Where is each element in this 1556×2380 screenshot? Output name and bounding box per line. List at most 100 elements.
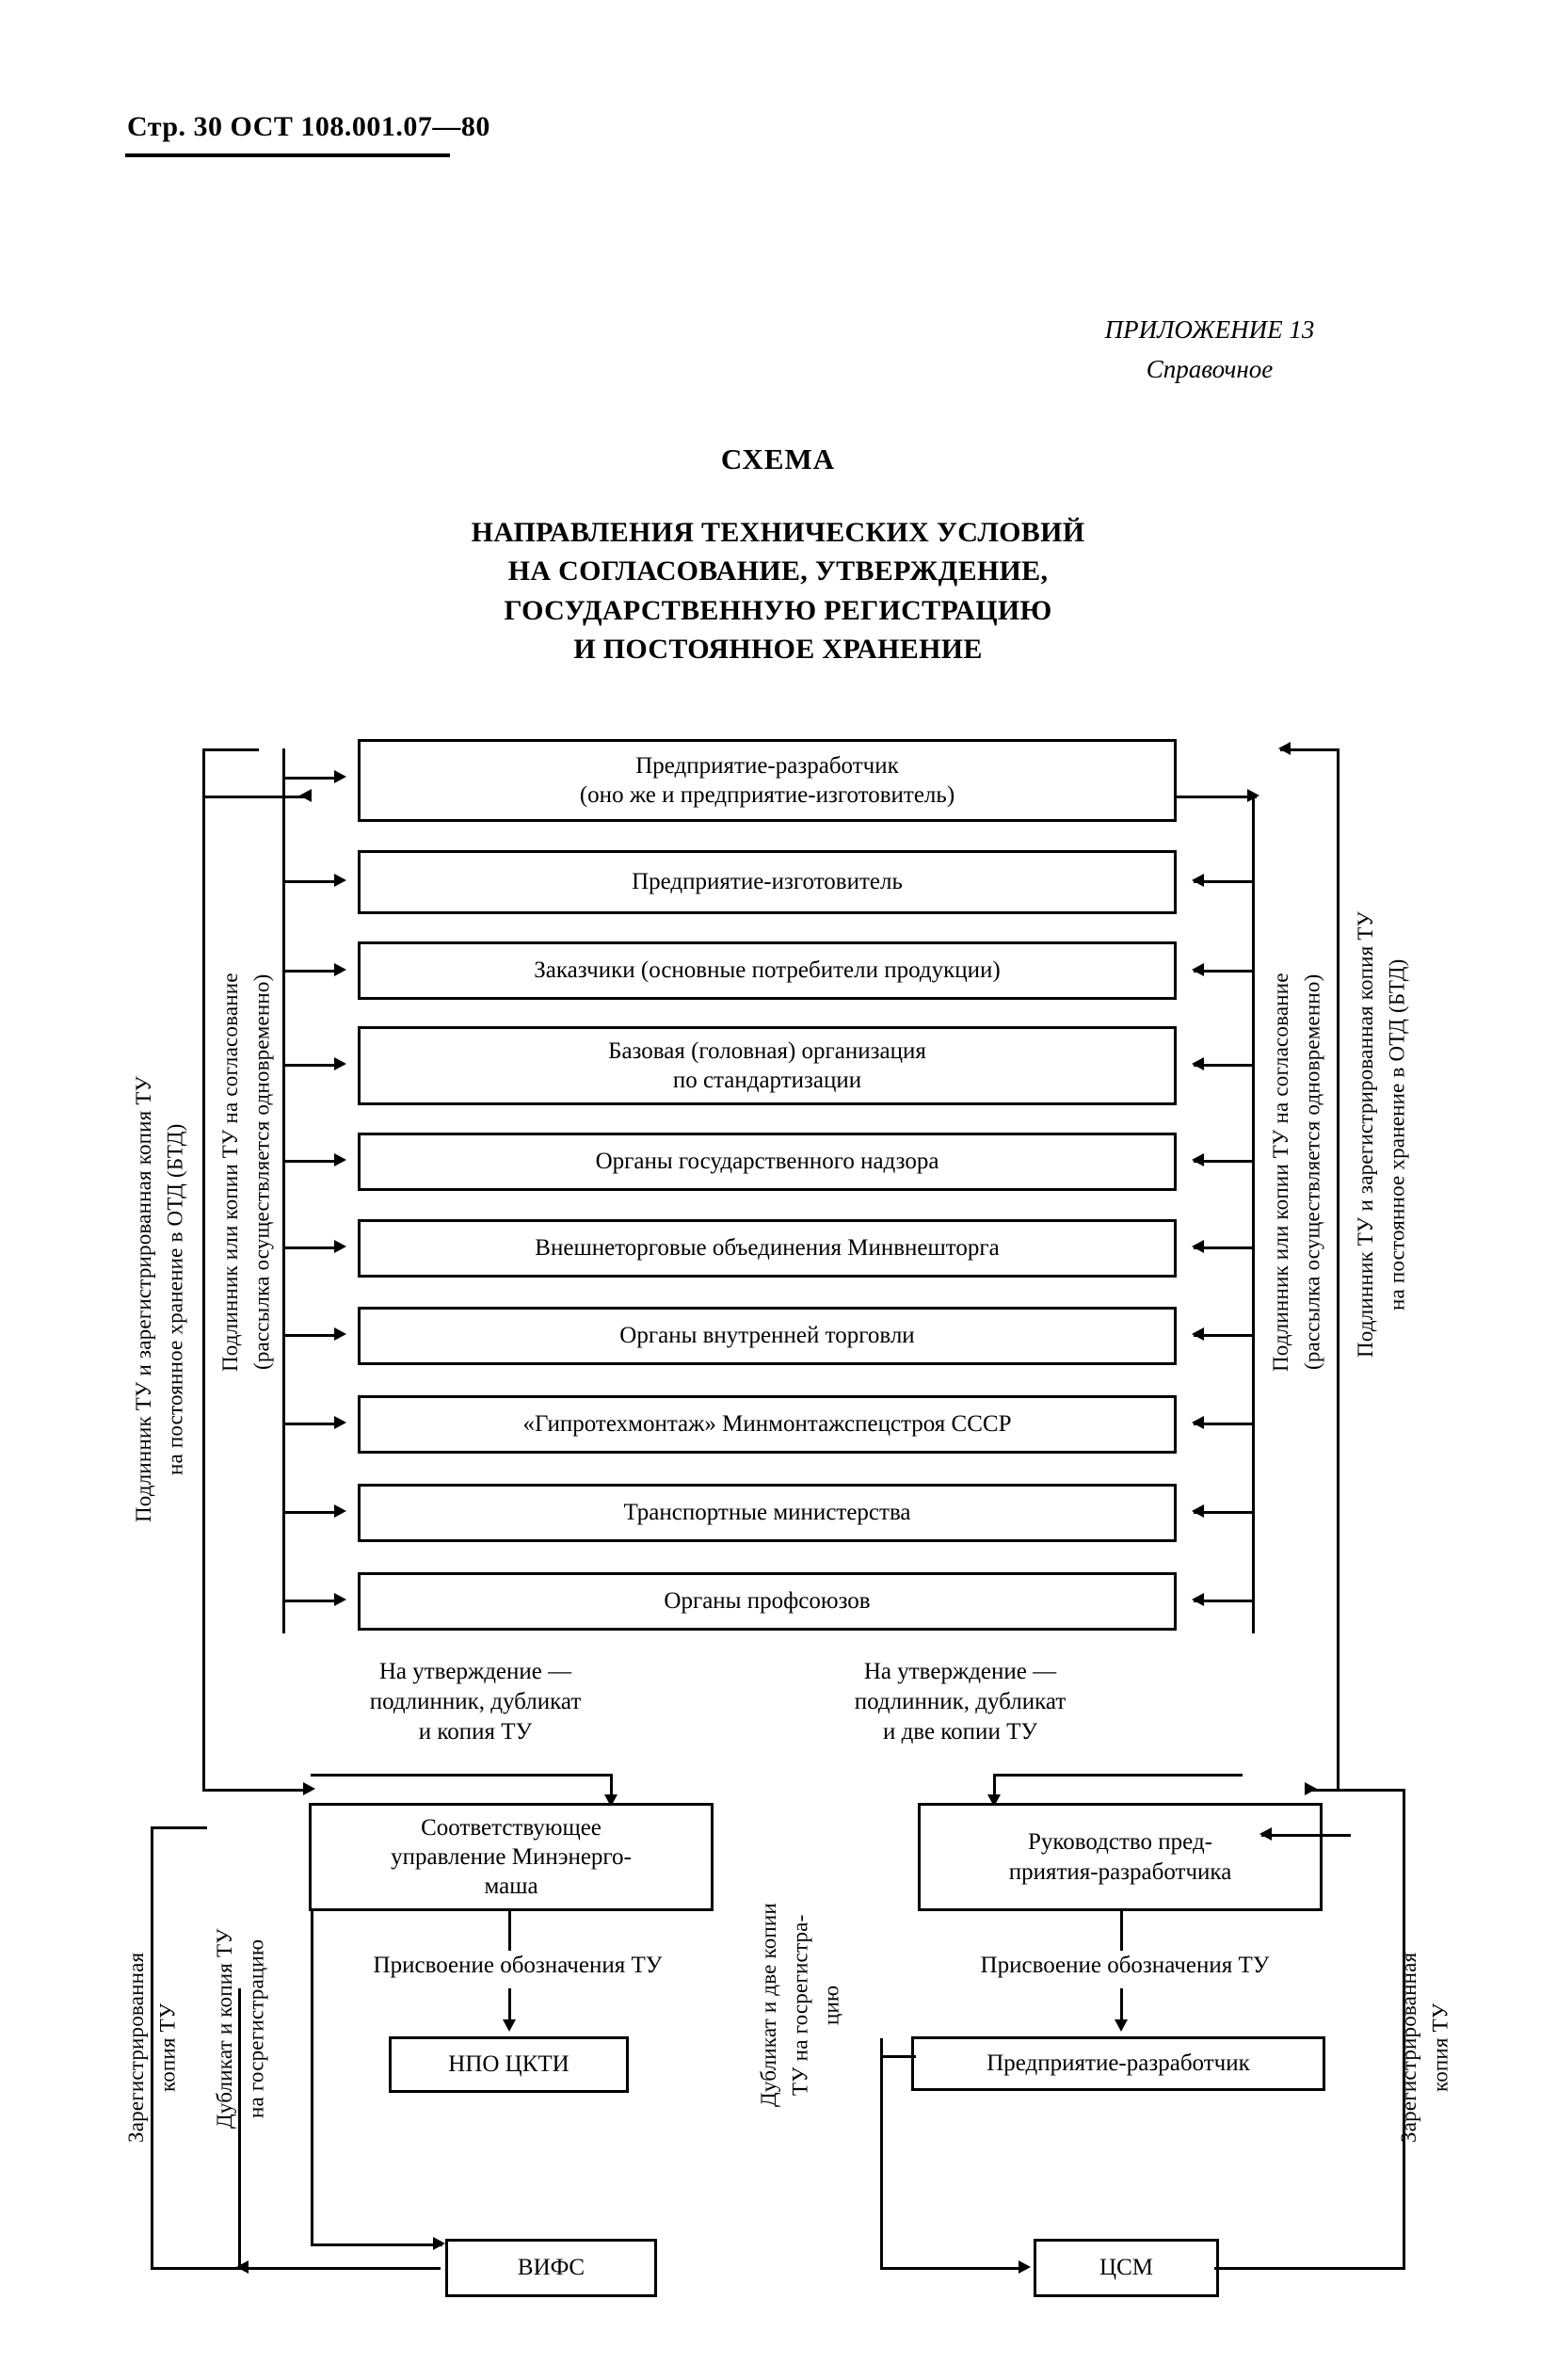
feed-right-2 bbox=[1194, 880, 1252, 883]
feed-right-7 bbox=[1194, 1334, 1252, 1337]
arrow-right-3-icon bbox=[334, 963, 346, 976]
title-line-1: НАПРАВЛЕНИЯ ТЕХНИЧЕСКИХ УСЛОВИЙ bbox=[471, 517, 1085, 548]
arrow-right-4-icon bbox=[334, 1057, 346, 1070]
feed-right-10 bbox=[1194, 1600, 1252, 1602]
title-line-4: И ПОСТОЯННОЕ ХРАНЕНИЕ bbox=[573, 634, 983, 666]
approval-right-bus bbox=[993, 1774, 1243, 1777]
node-developer-management[interactable]: Руководство пред- приятия-разработчика bbox=[918, 1803, 1323, 1911]
outer-right-return-lower bbox=[1261, 1834, 1351, 1837]
page-title: НАПРАВЛЕНИЯ ТЕХНИЧЕСКИХ УСЛОВИЙ НА СОГЛА… bbox=[0, 513, 1556, 669]
node-trade-union-bodies[interactable]: Органы профсоюзов bbox=[358, 1572, 1177, 1631]
bus-outer-left-return bbox=[202, 796, 306, 798]
bus-outer-right-return bbox=[1177, 796, 1257, 798]
feed-left-5 bbox=[282, 1160, 341, 1163]
arrow-down-right-2-icon bbox=[1115, 2019, 1128, 2032]
node-manufacturer-enterprise[interactable]: Предприятие-изготовитель bbox=[358, 850, 1177, 914]
lower-label-far-left: Зарегистрированная копия ТУ bbox=[124, 1952, 180, 2144]
node-csm[interactable]: ЦСМ bbox=[1034, 2239, 1219, 2297]
node-label: Заказчики (основные потребители продукци… bbox=[534, 957, 1001, 984]
arrow-left-9-icon bbox=[1192, 1504, 1204, 1518]
registered-copy-left-bus bbox=[151, 1826, 153, 2269]
node-customers[interactable]: Заказчики (основные потребители продукци… bbox=[358, 941, 1177, 1000]
arrow-right-outer-right-lower-icon bbox=[1305, 1782, 1317, 1795]
arrow-right-2-icon bbox=[334, 874, 346, 887]
approval-note-right: На утверждение — подлинник, дубликат и д… bbox=[854, 1659, 1067, 1745]
arrow-left-5-icon bbox=[1192, 1153, 1204, 1166]
feed-left-6 bbox=[282, 1246, 341, 1249]
node-label: Предприятие-изготовитель bbox=[632, 869, 903, 895]
node-label-line2: (оно же и предприятие-изготовитель) bbox=[579, 782, 955, 808]
registered-copy-right-tie bbox=[1214, 2267, 1405, 2270]
appendix-kind: Справочное bbox=[1146, 354, 1274, 383]
feed-left-1 bbox=[282, 777, 341, 780]
bus-inner-right bbox=[1252, 796, 1255, 1633]
arrow-left-7-icon bbox=[1192, 1327, 1204, 1341]
feed-right-9 bbox=[1194, 1511, 1252, 1514]
right-assign-connector-2 bbox=[1120, 1988, 1123, 2026]
node-giprotehmontazh[interactable]: «Гипротехмонтаж» Минмонтажспецстроя СССР bbox=[358, 1395, 1177, 1454]
feed-right-6 bbox=[1194, 1246, 1252, 1249]
right-assign-label: Присвоение обозначения ТУ bbox=[980, 1953, 1270, 1978]
node-label: Органы профсоюзов bbox=[664, 1588, 871, 1615]
arrow-left-2-icon bbox=[1192, 874, 1204, 887]
node-transport-ministries[interactable]: Транспортные министерства bbox=[358, 1484, 1177, 1542]
node-npo-ckti[interactable]: НПО ЦКТИ bbox=[389, 2036, 629, 2093]
registered-copy-right-bus bbox=[1403, 1789, 1405, 2269]
appendix-number: ПРИЛОЖЕНИЕ 13 bbox=[1104, 315, 1315, 344]
feed-left-2 bbox=[282, 880, 341, 883]
arrow-right-6-icon bbox=[334, 1240, 346, 1253]
node-developer-enterprise[interactable]: Предприятие-разработчик (оно же и предпр… bbox=[358, 739, 1177, 822]
bus-inner-left bbox=[282, 748, 285, 1633]
outer-left-to-lower bbox=[202, 1789, 311, 1792]
node-minenergomash-department[interactable]: Соответствующее управление Минэнерго- ма… bbox=[309, 1803, 714, 1911]
approval-left-bus bbox=[311, 1774, 612, 1777]
arrow-left-outer-right-icon bbox=[1278, 742, 1291, 755]
side-label-outer-left: Подлинник ТУ и зарегистрированная копия … bbox=[132, 1075, 187, 1523]
csm-feed-bus bbox=[880, 2038, 883, 2269]
vifs-return-bus bbox=[238, 1988, 241, 2269]
side-label-inner-right: Подлинник или копии ТУ на согласование (… bbox=[1269, 973, 1324, 1372]
node-label: «Гипротехмонтаж» Минмонтажспецстроя СССР bbox=[522, 1411, 1012, 1438]
title-line-3: ГОСУДАРСТВЕННУЮ РЕГИСТРАЦИЮ bbox=[504, 594, 1052, 626]
node-label: Внешнеторговые объединения Минвнешторга bbox=[535, 1235, 1000, 1262]
vifs-feed-bus bbox=[311, 1911, 313, 2245]
registered-copy-left-tie bbox=[151, 2267, 240, 2270]
node-vifs[interactable]: ВИФС bbox=[445, 2239, 657, 2297]
bus-outer-right-top-stub bbox=[1280, 748, 1337, 751]
node-state-supervision-bodies[interactable]: Органы государственного надзора bbox=[358, 1133, 1177, 1191]
header-rule bbox=[125, 153, 450, 157]
arrow-left-10-icon bbox=[1192, 1593, 1204, 1606]
arrow-left-4-icon bbox=[1192, 1057, 1204, 1070]
arrow-right-csm-icon bbox=[1019, 2260, 1031, 2274]
left-assign-connector-2 bbox=[508, 1988, 511, 2026]
appendix-block: ПРИЛОЖЕНИЕ 13 Справочное bbox=[1054, 311, 1365, 390]
arrow-left-outer-return-icon bbox=[299, 789, 312, 802]
bus-outer-left-top-stub bbox=[202, 748, 259, 751]
node-label-line1: Предприятие-разработчик bbox=[635, 752, 899, 779]
node-label: Органы внутренней торговли bbox=[619, 1323, 915, 1349]
feed-left-9 bbox=[282, 1511, 341, 1514]
registered-copy-right-top bbox=[1348, 1789, 1404, 1792]
left-assign-label: Присвоение обозначения ТУ bbox=[373, 1953, 663, 1978]
arrow-right-1-icon bbox=[334, 770, 346, 783]
node-internal-trade-bodies[interactable]: Органы внутренней торговли bbox=[358, 1307, 1177, 1365]
outer-right-to-lower bbox=[1308, 1789, 1351, 1792]
lower-label-left-inner: Дубликат и копия ТУ на госрегистрацию bbox=[213, 1928, 268, 2130]
node-label: ЦСМ bbox=[1099, 2255, 1153, 2281]
node-foreign-trade-associations[interactable]: Внешнеторговые объединения Минвнешторга bbox=[358, 1219, 1177, 1278]
right-assign-connector bbox=[1120, 1911, 1123, 1951]
node-developer-enterprise-registrar[interactable]: Предприятие-разработчик bbox=[911, 2036, 1325, 2091]
arrow-right-5-icon bbox=[334, 1153, 346, 1166]
arrow-right-outer-lower-icon bbox=[303, 1782, 315, 1795]
arrow-down-left-2-icon bbox=[503, 2019, 516, 2032]
node-label-line2: по стандартизации bbox=[672, 1068, 862, 1093]
arrow-left-8-icon bbox=[1192, 1416, 1204, 1429]
node-base-standardization-org[interactable]: Базовая (головная) организация по станда… bbox=[358, 1026, 1177, 1105]
approval-left-drop bbox=[610, 1774, 613, 1802]
node-label: Транспортные министерства bbox=[623, 1500, 911, 1526]
node-label: ВИФС bbox=[517, 2255, 586, 2281]
csm-feed-tie bbox=[880, 2055, 916, 2058]
node-label: Руководство пред- приятия-разработчика bbox=[1008, 1829, 1232, 1885]
